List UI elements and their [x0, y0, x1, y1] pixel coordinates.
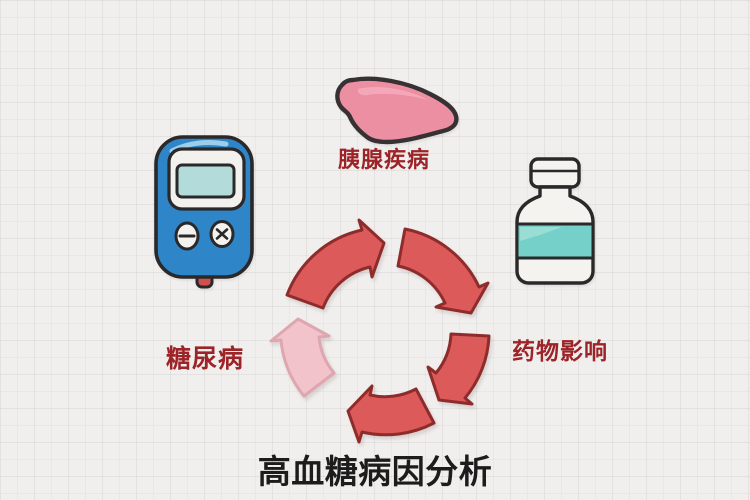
- meter-screen: [175, 163, 236, 199]
- cycle-arrow-top-right: [396, 227, 490, 315]
- label-diabetes: 糖尿病: [166, 344, 245, 373]
- pancreas-icon: [335, 76, 459, 145]
- label-drug-influence: 药物影响: [512, 339, 608, 365]
- bottle-cap: [529, 157, 581, 189]
- cycle-arrow-bottom: [346, 384, 436, 444]
- cycle-arrow-right: [426, 332, 491, 406]
- cycle-arrow-left-pink: [269, 317, 336, 398]
- x-glyph: [215, 228, 229, 240]
- medicine-bottle-icon: [515, 157, 595, 285]
- pancreas-body: [335, 76, 459, 145]
- cycle-arrows-icon: [269, 218, 491, 444]
- label-pancreatic-disease: 胰腺疾病: [338, 148, 431, 173]
- bottle-label-highlight: [520, 227, 562, 241]
- glucose-meter-icon: [154, 135, 254, 289]
- diagram-title: 高血糖病因分析: [257, 452, 493, 491]
- pancreas-highlight: [357, 87, 428, 100]
- cycle-arrow-top-left: [285, 218, 386, 310]
